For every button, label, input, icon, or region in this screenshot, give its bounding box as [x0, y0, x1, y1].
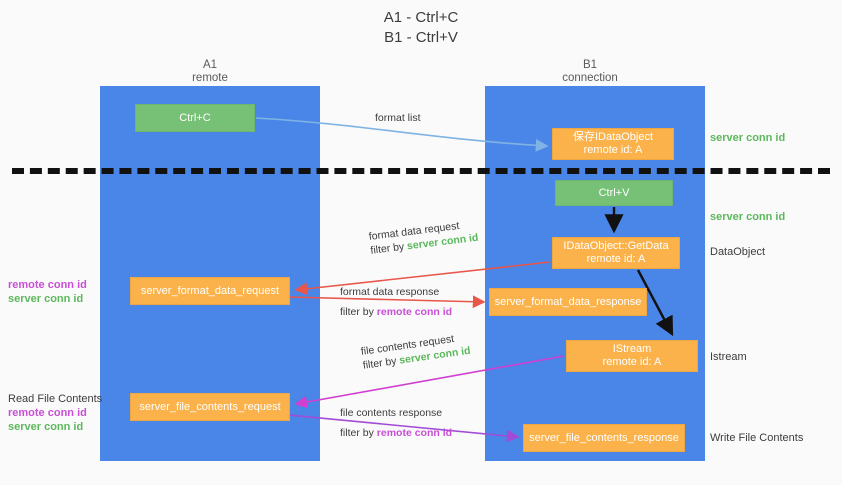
- node-save-idataobject[interactable]: 保存IDataObject remote id: A: [552, 128, 674, 160]
- annotation-server-conn-id-1: server conn id: [8, 293, 84, 305]
- annotation-remote-conn-id-2: remote conn id: [8, 407, 87, 419]
- edge-label-format-data-response-filter-prefix: filter by: [340, 306, 377, 318]
- node-istream[interactable]: IStream remote id: A: [566, 340, 698, 372]
- lane-header-a1: A1 remote: [120, 59, 300, 85]
- node-server-format-data-request[interactable]: server_format_data_request: [130, 277, 290, 305]
- annotation-write-file-contents: Write File Contents: [710, 432, 804, 444]
- annotation-conn-ids-format: remote conn id server conn id: [8, 278, 87, 306]
- edge-label-format-data-response: format data response filter by remote co…: [340, 285, 452, 319]
- annotation-remote-conn-id-1: remote conn id: [8, 279, 87, 291]
- node-getdata-line1: IDataObject::GetData: [563, 240, 669, 252]
- node-ctrl-c[interactable]: Ctrl+C: [135, 104, 255, 132]
- edge-label-format-data-response-filter-value: remote conn id: [376, 306, 453, 318]
- annotation-read-file-contents: Read File Contents remote conn id server…: [8, 392, 102, 434]
- edge-file-contents-request: [294, 355, 565, 409]
- annotation-server-conn-id-2: server conn id: [8, 421, 84, 433]
- annotation-istream: Istream: [710, 351, 747, 363]
- node-getdata-line2: remote id: A: [586, 253, 646, 265]
- node-server-file-contents-request-label: server_file_contents_request: [139, 400, 281, 413]
- edge-label-format-list: format list: [375, 111, 421, 125]
- lane-a1-role: remote: [192, 72, 228, 84]
- node-istream-line1: IStream: [612, 343, 652, 355]
- lane-header-b1: B1 connection: [500, 59, 680, 85]
- edge-format-list: [255, 117, 549, 152]
- lane-b1-name: B1: [582, 59, 598, 71]
- edge-format-data-request: [294, 261, 551, 296]
- node-ctrl-c-label: Ctrl+C: [179, 111, 211, 124]
- page-title: A1 - Ctrl+C B1 - Ctrl+V: [0, 8, 842, 48]
- annotation-dataobject: DataObject: [710, 246, 766, 258]
- edge-label-file-contents-response-text: file contents response: [340, 407, 443, 419]
- edge-label-format-data-response-text: format data response: [340, 286, 440, 298]
- edge-label-file-contents-response-filter-prefix: filter by: [340, 427, 377, 439]
- node-ctrl-v[interactable]: Ctrl+V: [555, 180, 673, 206]
- node-save-idataobject-line1: 保存IDataObject: [572, 131, 654, 143]
- title-line-1: A1 - Ctrl+C: [383, 9, 459, 26]
- node-server-file-contents-response-label: server_file_contents_response: [529, 431, 679, 444]
- edge-label-file-contents-response-filter-value: remote conn id: [376, 427, 453, 439]
- edge-label-file-contents-response: file contents response filter by remote …: [340, 406, 452, 440]
- lane-a1-name: A1: [202, 59, 218, 71]
- annotation-server-conn-id-mid: server conn id: [710, 211, 786, 223]
- node-server-format-data-response-label: server_format_data_response: [494, 295, 642, 308]
- node-server-file-contents-request[interactable]: server_file_contents_request: [130, 393, 290, 421]
- node-save-idataobject-line2: remote id: A: [583, 144, 643, 156]
- annotation-server-conn-id-top: server conn id: [710, 132, 786, 144]
- title-line-2: B1 - Ctrl+V: [384, 29, 458, 46]
- node-server-format-data-response[interactable]: server_format_data_response: [489, 288, 647, 316]
- edge-getdata-to-istream: [636, 269, 674, 337]
- edge-label-format-list-text: format list: [375, 112, 421, 124]
- node-istream-line2: remote id: A: [602, 356, 662, 368]
- node-server-format-data-request-label: server_format_data_request: [140, 284, 280, 297]
- lane-b1-role: connection: [562, 72, 618, 84]
- annotation-read-file-contents-heading: Read File Contents: [8, 393, 103, 405]
- node-server-file-contents-response[interactable]: server_file_contents_response: [523, 424, 685, 452]
- node-ctrl-v-label: Ctrl+V: [598, 186, 630, 199]
- node-idataobject-getdata[interactable]: IDataObject::GetData remote id: A: [552, 237, 680, 269]
- phase-divider: [12, 168, 830, 174]
